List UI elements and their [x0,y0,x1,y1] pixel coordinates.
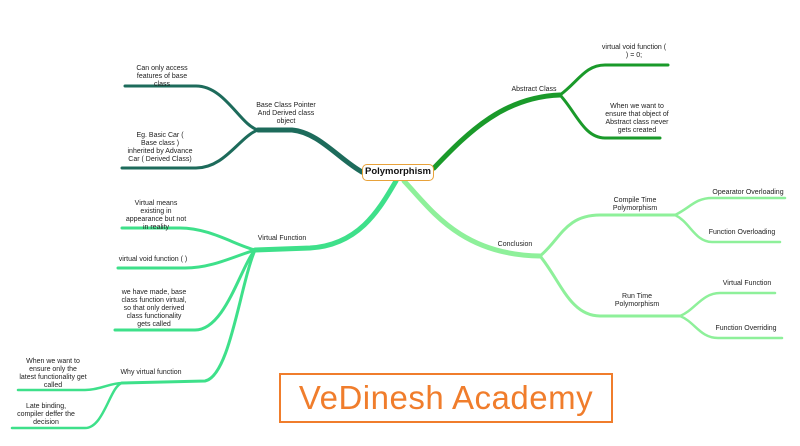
branch-virtual-function [10,178,399,430]
edge-base-to-example-leaf [120,128,260,170]
edge-center-to-base-class [255,127,365,175]
branch-base-class-pointer [120,84,365,175]
edge-center-to-abstract [431,92,563,171]
edge-vf-to-meaning [120,226,257,252]
leaf-derived-functionality: we have made, base class function virtua… [121,289,187,328]
leaf-late-binding: Late binding, compiler deffer the decisi… [17,403,75,426]
edge-center-to-virtual-function [252,178,399,253]
edge-compile-to-function-overloading [673,213,782,244]
edge-why-to-latest [16,381,124,392]
edge-compile-to-operator [673,196,787,217]
leaf-virtual-syntax: virtual void function ( ) [118,256,188,263]
edge-vf-to-why [120,248,257,385]
leaf-virtual-meaning: Virtual means existing in appearance but… [125,200,187,231]
topic-run-time-polymorphism: Run Time Polymorphism [614,293,660,308]
edge-vf-to-syntax [116,248,257,270]
edge-abstract-to-pure-virtual [558,63,670,97]
branch-abstract-class [431,63,670,171]
academy-watermark: VeDinesh Academy [279,373,613,423]
topic-why-virtual-function: Why virtual function [120,369,182,376]
leaf-latest-functionality: When we want to ensure only the latest f… [19,358,87,389]
edge-conclusion-to-compile-time [538,213,677,258]
topic-compile-time-polymorphism: Compile Time Polymorphism [612,197,658,212]
edge-vf-to-derived [113,248,257,332]
leaf-access-base-features: Can only access features of base class [136,65,188,88]
topic-base-class-pointer: Base Class Pointer And Derived class obj… [256,102,316,125]
leaf-abstract-never-created: When we want to ensure that object of Ab… [605,103,669,134]
edge-base-to-access-leaf [123,84,260,132]
topic-conclusion: Conclusion [497,241,533,248]
leaf-function-overriding: Function Overriding [715,325,777,332]
branch-conclusion [401,178,787,340]
edge-abstract-to-never-created [558,93,662,140]
leaf-function-overloading: Function Overloading [708,229,776,236]
edge-center-to-conclusion [401,178,543,259]
topic-abstract-class: Abstract Class [511,86,557,93]
edge-conclusion-to-run-time [538,254,682,318]
leaf-pure-virtual-syntax: virtual void function ( ) = 0; [601,44,667,59]
topic-virtual-function: Virtual Function [257,235,307,242]
central-topic: Polymorphism [362,164,434,181]
edge-runtime-to-overriding [678,314,784,340]
edge-why-to-late-binding [10,381,124,430]
leaf-operator-overloading: Opearator Overloading [712,189,784,196]
edge-runtime-to-virtual [678,291,777,318]
leaf-basic-car-example: Eg. Basic Car ( Base class ) inherited b… [127,132,193,163]
leaf-virtual-function: Virtual Function [722,280,772,287]
